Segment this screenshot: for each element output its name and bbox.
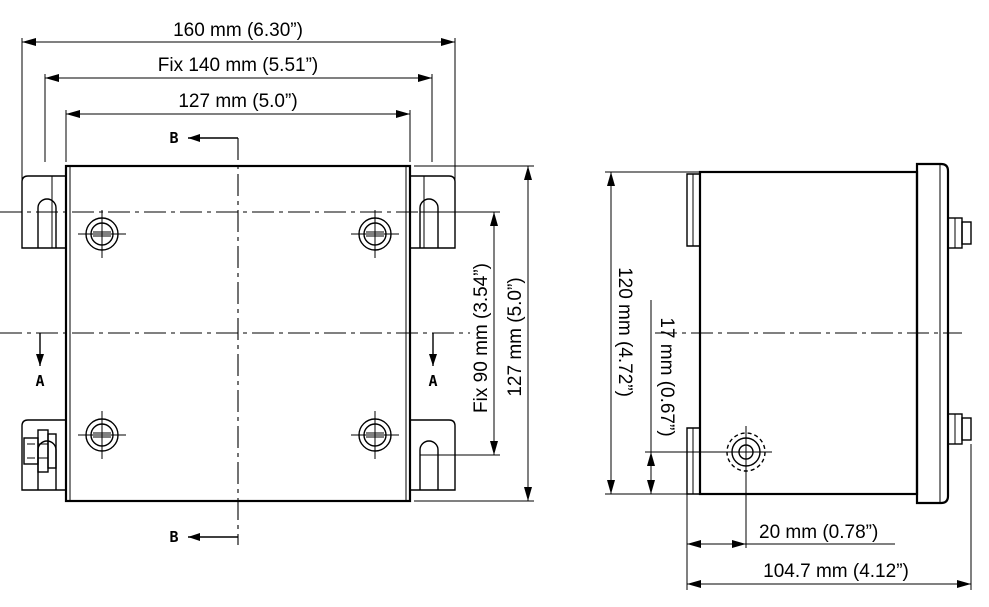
dim-side-height-label: 120 mm (4.72”) (614, 267, 635, 397)
front-view: 160 mm (6.30”) Fix 140 mm (5.51”) 127 mm… (0, 20, 534, 546)
mounting-screws (78, 210, 399, 459)
dim-body-width-label: 127 mm (5.0”) (178, 91, 297, 112)
section-marker-b-top: B (169, 129, 238, 147)
section-a-left-label: A (35, 372, 44, 390)
dim-fix-height: Fix 90 mm (3.54”) (420, 211, 500, 456)
dim-body-height: 127 mm (5.0”) (414, 165, 534, 502)
right-mounting-brackets (410, 175, 456, 491)
cable-gland (23, 429, 57, 473)
dim-side-height: 120 mm (4.72”) (605, 171, 700, 495)
dim-side-depth-label: 104.7 mm (4.12”) (763, 561, 909, 582)
side-view: 120 mm (4.72”) 17 mm (0.67”) 20 mm (0.78… (605, 162, 972, 590)
dim-overall-width: 160 mm (6.30”) (21, 20, 456, 248)
section-marker-a-left: A (35, 333, 45, 390)
section-marker-a-right: A (428, 333, 438, 390)
dim-shaft-offset-label: 20 mm (0.78”) (759, 522, 878, 543)
dim-shaft-height-label: 17 mm (0.67”) (656, 317, 677, 436)
dim-body-width: 127 mm (5.0”) (65, 91, 411, 162)
dim-shaft-height: 17 mm (0.67”) (645, 300, 746, 494)
dim-shaft-offset: 20 mm (0.78”) (686, 472, 895, 590)
dim-overall-width-label: 160 mm (6.30”) (173, 20, 303, 41)
dim-fix-width: Fix 140 mm (5.51”) (44, 55, 433, 162)
dim-fix-height-label: Fix 90 mm (3.54”) (471, 263, 492, 413)
side-screws (947, 217, 972, 445)
dim-side-depth: 104.7 mm (4.12”) (687, 444, 972, 590)
dim-body-height-label: 127 mm (5.0”) (505, 277, 526, 396)
section-b-bottom-label: B (169, 528, 178, 546)
section-a-right-label: A (428, 372, 437, 390)
section-marker-b-bottom: B (169, 528, 238, 546)
dim-fix-width-label: Fix 140 mm (5.51”) (158, 55, 318, 76)
section-b-top-label: B (169, 129, 178, 147)
